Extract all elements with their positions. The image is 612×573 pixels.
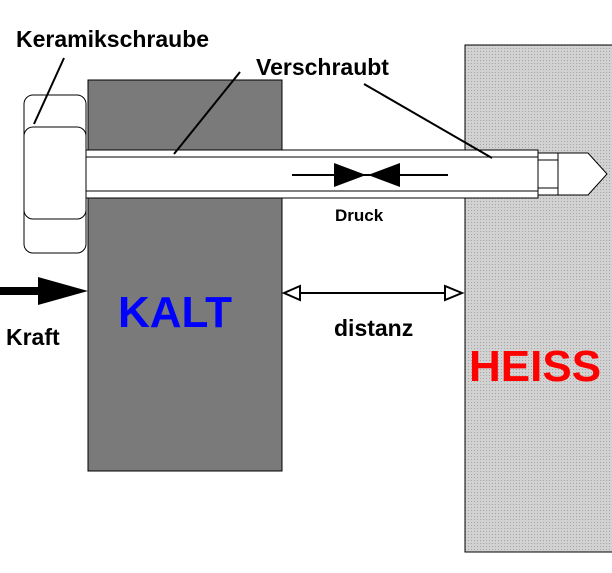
screw-tip bbox=[537, 152, 608, 196]
force-arrow bbox=[0, 277, 88, 305]
leader-screwed-left bbox=[173, 71, 241, 155]
leader-ceramic-screw bbox=[33, 57, 65, 125]
distance-arrow bbox=[281, 284, 465, 302]
screw-head bbox=[23, 94, 87, 254]
cold-block-label: KALT bbox=[118, 288, 232, 337]
force-label: Kraft bbox=[6, 324, 60, 350]
cold-block bbox=[87, 79, 283, 472]
leader-screwed-right bbox=[363, 83, 493, 159]
distance-label: distanz bbox=[334, 315, 413, 341]
hot-block bbox=[464, 44, 612, 553]
hot-block-label: HEISS bbox=[469, 342, 601, 391]
screwed-label: Verschraubt bbox=[256, 54, 389, 80]
ceramic-screw-label: Keramikschraube bbox=[16, 26, 209, 52]
pressure-label: Druck bbox=[335, 206, 384, 225]
pressure-arrows bbox=[292, 163, 448, 187]
